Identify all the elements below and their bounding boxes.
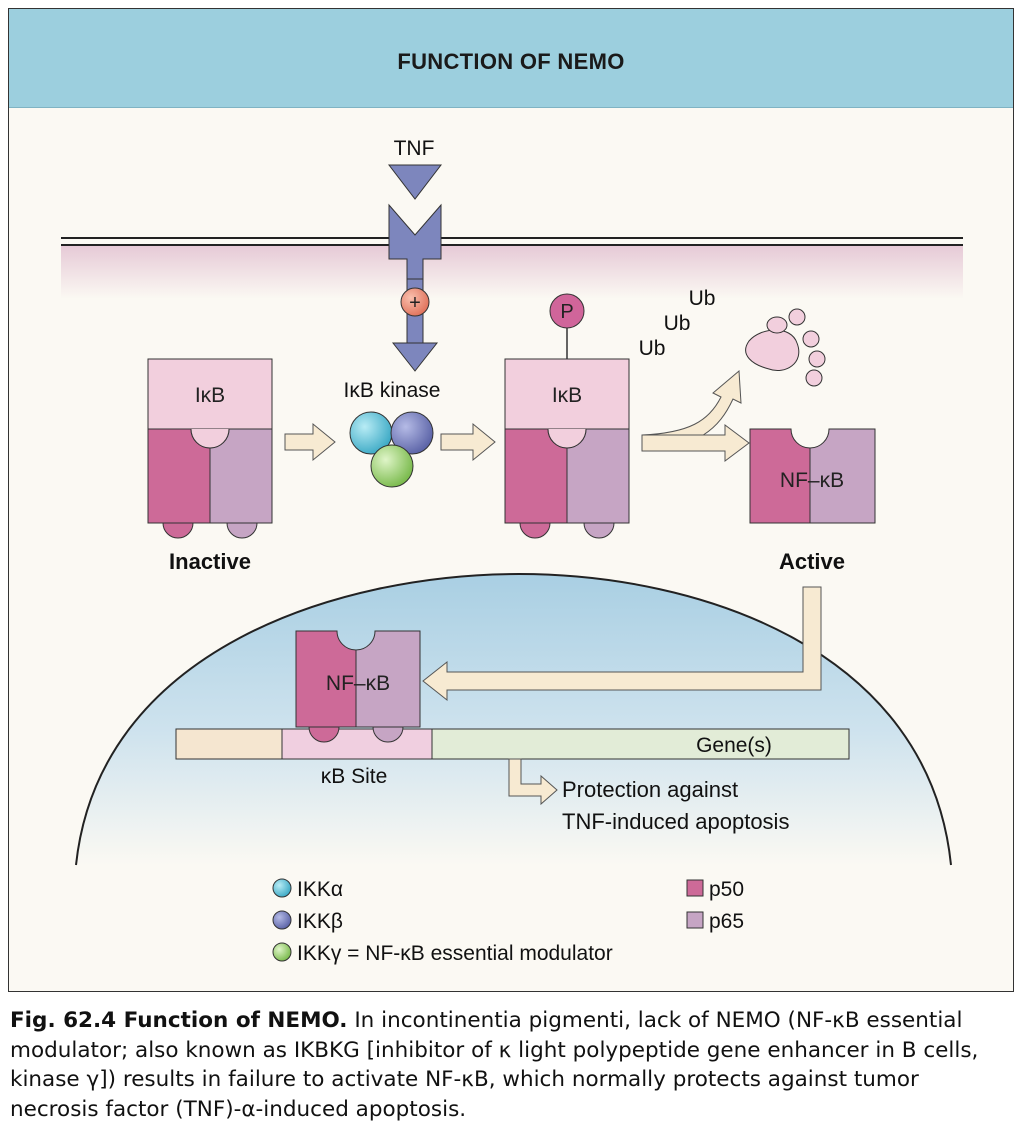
ikk-gamma-icon bbox=[370, 444, 414, 488]
gene-region bbox=[431, 728, 850, 760]
nuclear-translocation-arrow bbox=[422, 586, 822, 702]
degraded-ikb-fragments bbox=[745, 308, 826, 387]
legend-ikkg-label: IKKγ = NF-κB essential modulator bbox=[297, 942, 613, 965]
phosphate-label: P bbox=[560, 301, 573, 323]
ikb-left-label: IκB bbox=[195, 384, 225, 407]
nucleus bbox=[76, 574, 951, 865]
legend-ikkb-icon bbox=[272, 910, 292, 930]
protection-line-1: Protection against bbox=[562, 777, 738, 802]
tnf-receptor: TNF + bbox=[387, 137, 443, 372]
phosphorylated-complex: P IκB Ub Ub Ub bbox=[504, 287, 716, 539]
legend-p65-label: p65 bbox=[709, 910, 744, 933]
arrow-to-kinase bbox=[284, 422, 336, 462]
figure-frame: FUNCTION OF NEMO bbox=[8, 8, 1014, 992]
legend-ikkb-label: IKKβ bbox=[297, 910, 343, 933]
plus-label: + bbox=[409, 292, 421, 314]
arrow-to-active bbox=[641, 424, 750, 462]
legend-p65-swatch bbox=[686, 911, 704, 929]
nfkb-active-label: NF–κB bbox=[780, 469, 844, 492]
tnf-label: TNF bbox=[394, 137, 435, 160]
protection-arrow bbox=[508, 758, 558, 806]
ub-label-1: Ub bbox=[689, 287, 716, 310]
arrow-to-phosphorylated bbox=[440, 422, 496, 462]
activation-plus-icon bbox=[400, 287, 430, 317]
nfkb-nucleus-label: NF–κB bbox=[326, 672, 390, 695]
figure-title: FUNCTION OF NEMO bbox=[397, 49, 625, 74]
dna-strand: Gene(s) κB Site bbox=[175, 728, 850, 788]
ub-label-2: Ub bbox=[664, 312, 691, 335]
legend-ikka-label: IKKα bbox=[297, 878, 343, 901]
active-label: Active bbox=[779, 549, 845, 574]
active-nfkb: NF–κB Active bbox=[749, 428, 876, 574]
kb-site-region bbox=[281, 728, 433, 760]
legend-p50-swatch bbox=[686, 879, 704, 897]
ikb-kinase-label: IκB kinase bbox=[344, 379, 441, 402]
legend-p50-label: p50 bbox=[709, 878, 744, 901]
caption-figure-number: Fig. 62.4 Function of NEMO. bbox=[10, 1008, 348, 1033]
ikk-beta-icon bbox=[390, 411, 434, 455]
ikb-kinase-complex: IκB kinase bbox=[344, 379, 441, 488]
ikb-mid-label: IκB bbox=[552, 384, 582, 407]
phosphate-icon bbox=[549, 293, 585, 329]
inactive-nfkb-ikb-complex: IκB Inactive bbox=[147, 358, 273, 574]
genes-label: Gene(s) bbox=[696, 734, 772, 757]
caption-text: In incontinentia pigmenti, lack of NEMO … bbox=[10, 1008, 979, 1122]
figure-header: FUNCTION OF NEMO bbox=[9, 9, 1013, 108]
ub-label-3: Ub bbox=[639, 337, 666, 360]
legend-ikka-icon bbox=[272, 878, 292, 898]
legend: IKKα IKKβ IKKγ = NF-κB essential modulat… bbox=[272, 878, 744, 965]
cell-membrane bbox=[61, 237, 963, 299]
nemo-pathway-diagram: TNF + IκB Inactive IκB kinase bbox=[61, 137, 963, 965]
nuclear-nfkb: NF–κB bbox=[295, 630, 421, 743]
figure-caption: Fig. 62.4 Function of NEMO. In incontine… bbox=[10, 1006, 1014, 1124]
kb-site-label: κB Site bbox=[321, 765, 388, 788]
legend-ikkg-icon bbox=[272, 942, 292, 962]
protection-line-2: TNF-induced apoptosis bbox=[562, 809, 789, 834]
inactive-label: Inactive bbox=[169, 549, 251, 574]
